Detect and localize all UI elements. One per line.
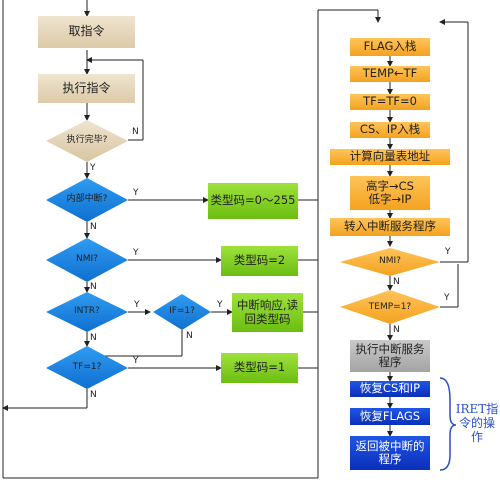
nmi-yes-label: Y [133,248,139,258]
internal-yes-label: Y [133,188,139,198]
intr-decision: INTR? [74,306,100,317]
type-code-tf-box: 类型码=1 [221,353,298,383]
low-word-ip-text: 低字→IP [368,192,412,206]
return-program-box: 返回被中断的程序 [350,436,430,470]
tf-no-label: N [90,390,97,400]
execute-instruction-box: 执行指令 [38,74,135,103]
high-word-cs-text: 高字→CS [366,178,414,193]
temp-no-label: N [393,325,400,335]
intr-yes-label: Y [134,300,140,310]
interrupt-ack-box: 中断响应,读回类型码 [232,293,303,332]
temp-yes-label: Y [444,293,450,303]
internal-no-label: N [90,222,97,232]
done-no-label: N [132,127,139,137]
if-no-label: N [186,331,193,341]
temp-tf-box: TEMP←TF [350,66,430,82]
nmi-decision-right: NMI? [379,256,401,267]
nmi-right-yes-label: Y [445,247,451,257]
done-decision: 执行完毕? [66,135,108,146]
internal-interrupt-decision: 内部中断? [66,194,108,205]
if-yes-label: Y [217,300,223,310]
fetch-instruction-box: 取指令 [38,16,135,48]
run-isr-box: 执行中断服务程序 [350,340,430,372]
temp-decision: TEMP=1? [368,302,412,313]
nmi-right-no-label: N [393,277,400,287]
tf-decision: TF=1? [72,362,102,373]
cs-ip-push-box: CS、IP入栈 [350,122,430,138]
iret-label: IRET指令的操作 [455,402,499,444]
tf-zero-box: TF=TF=0 [350,94,430,110]
flag-push-box: FLAG入栈 [350,38,430,56]
restore-flags-box: 恢复FLAGS [350,408,430,425]
nmi-decision-left: NMI? [76,254,98,265]
type-code-internal-box: 类型码=0～255 [208,183,298,219]
restore-cs-ip-box: 恢复CS和IP [350,381,430,397]
load-cs-ip-box: 高字→CS 低字→IP [350,176,430,210]
done-yes-label: Y [90,163,96,173]
if-decision: IF=1? [169,306,195,317]
goto-isr-box: 转入中断服务程序 [330,218,450,236]
type-code-nmi-box: 类型码=2 [221,246,298,276]
tf-yes-label: Y [133,356,139,366]
nmi-no-label: N [90,282,97,292]
calc-vector-box: 计算向量表地址 [330,149,450,165]
intr-no-label: N [90,333,97,343]
